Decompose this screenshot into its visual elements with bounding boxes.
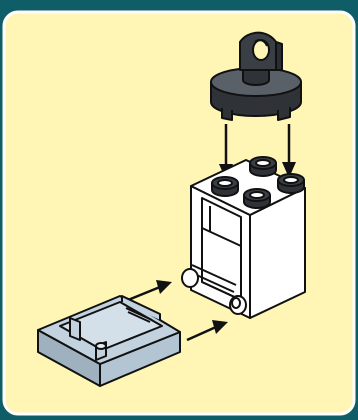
stud [212,177,238,196]
stud [250,157,276,176]
stud [244,189,270,208]
stud [278,174,304,193]
